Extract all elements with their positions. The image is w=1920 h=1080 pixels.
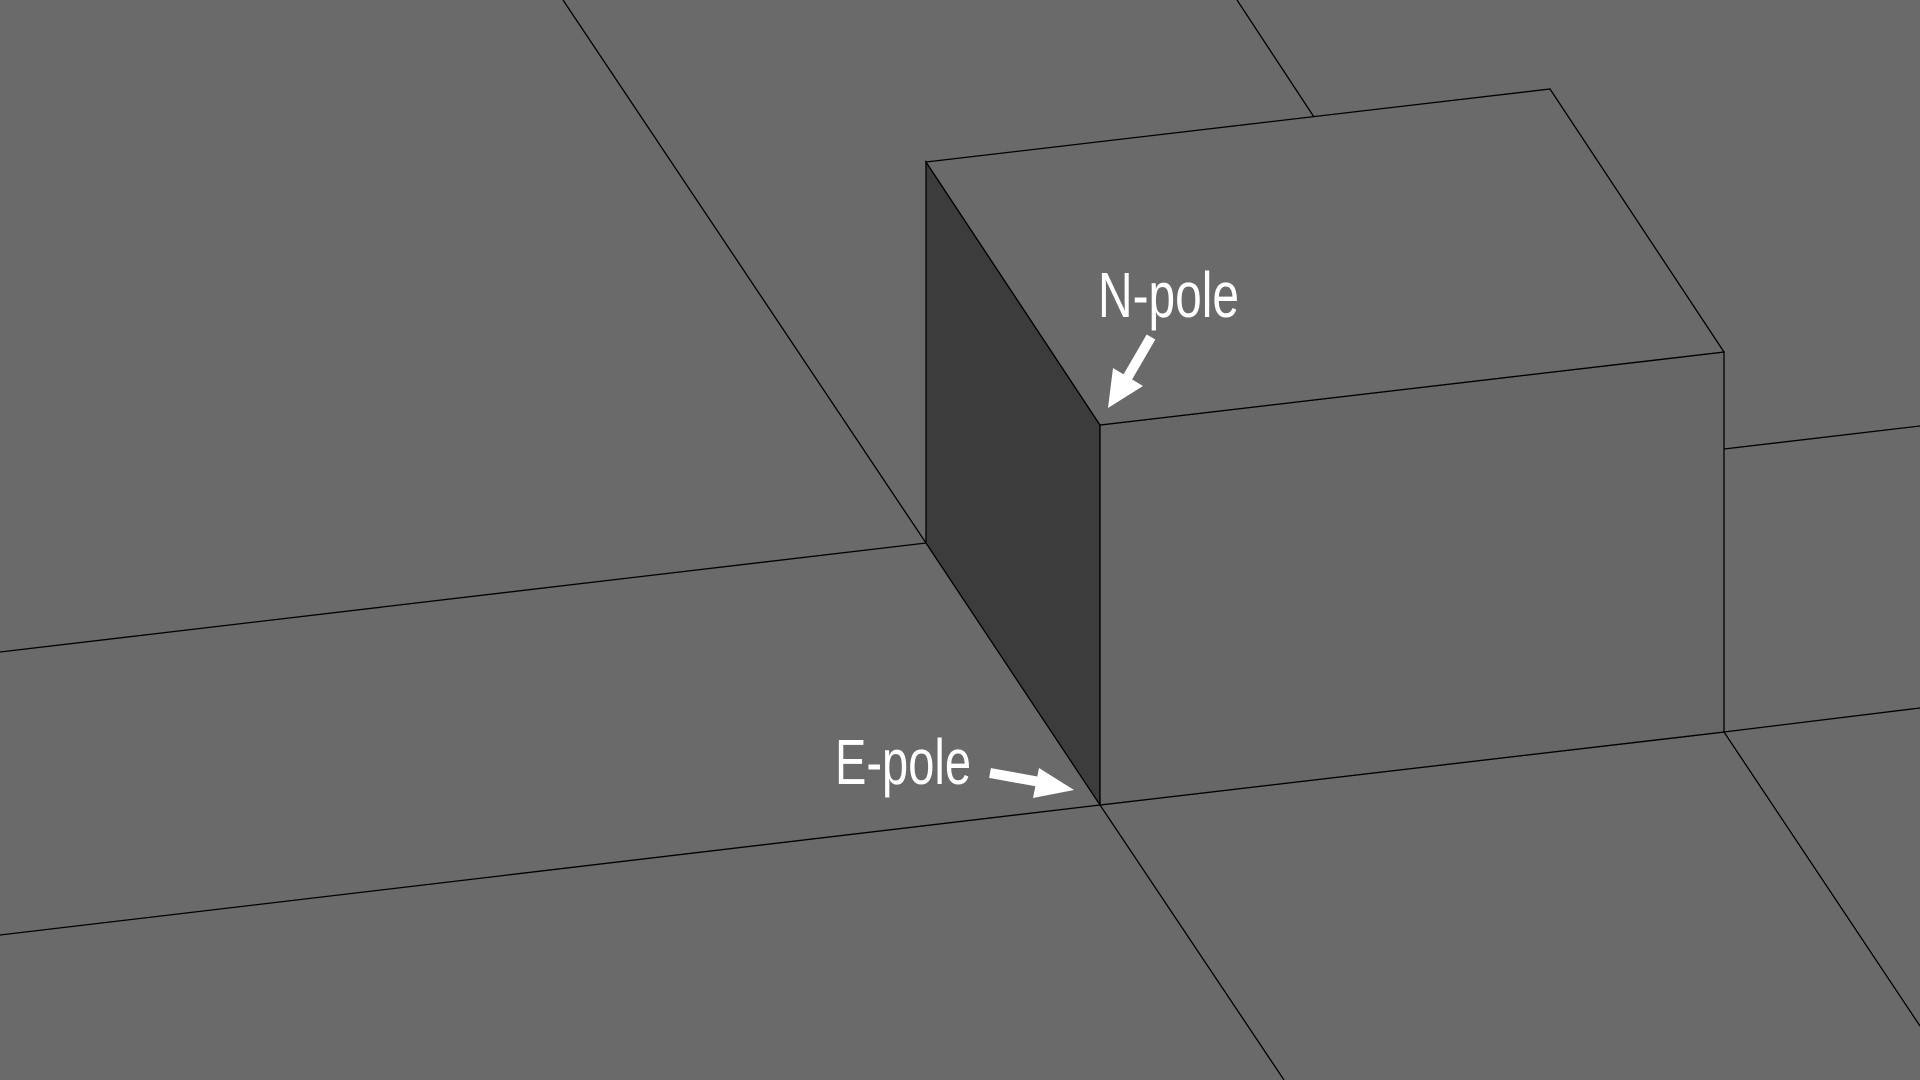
n-pole-arrow-shaft xyxy=(1121,334,1156,383)
floor-edge-diagonal-top-right xyxy=(1236,0,1315,118)
floor-edge-far-right-upper xyxy=(1723,425,1920,450)
floor-edge-lower-horizontal xyxy=(0,804,1101,936)
box-top-face xyxy=(924,88,1726,426)
floor-edge-diagonal-left xyxy=(562,0,927,544)
floor-edge-far-right-lower xyxy=(1723,707,1920,733)
floor-edge-diagonal-bottom-center xyxy=(1099,804,1285,1080)
floor-edge-diagonal-bottom-right xyxy=(1723,731,1920,1027)
e-pole-arrow-shaft xyxy=(989,768,1041,787)
e-pole-annotation: E-pole xyxy=(835,726,1074,798)
n-pole-arrow-head xyxy=(1108,368,1143,408)
box-front-face xyxy=(1099,351,1725,806)
extruded-box xyxy=(924,88,1726,808)
e-pole-arrow-head xyxy=(1033,768,1074,798)
n-pole-label: N-pole xyxy=(1098,259,1239,331)
n-pole-annotation: N-pole xyxy=(1098,259,1239,408)
floor-edge-upper-horizontal xyxy=(0,542,927,653)
e-pole-label: E-pole xyxy=(835,726,971,798)
